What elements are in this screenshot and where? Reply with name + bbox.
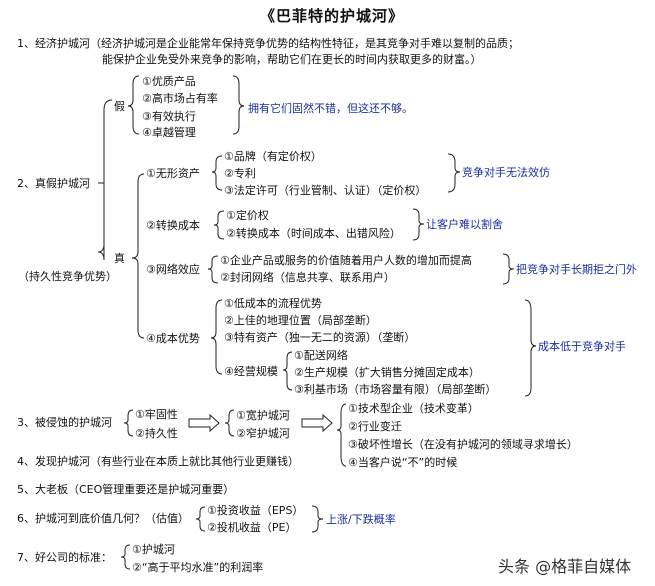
real-group-item: ①企业产品或服务的价值随着用户人数的增加而提高 — [220, 254, 472, 267]
brace-fake-right — [232, 75, 245, 135]
watermark-text: 头条 @格菲自媒体 — [498, 557, 632, 576]
brace-g3-right — [502, 253, 515, 285]
s3-col2-item: ①宽护城河 — [236, 409, 290, 422]
watermark: 头条 @格菲自媒体 — [498, 553, 631, 577]
real-group-label: ②转换成本 — [146, 219, 200, 232]
s3-col3-item: ④当客户说“不”的时候 — [348, 456, 458, 469]
real-group-item: ④经营规模 — [224, 365, 278, 378]
brace-s6 — [195, 506, 206, 532]
real-group-item: ①低成本的流程优势 — [224, 297, 322, 310]
s3-col1-item: ①牢固性 — [135, 408, 178, 421]
real-group-item: ②专利 — [224, 167, 256, 180]
real-group-item: ③法定许可（行业管制、认证）（定价权） — [224, 184, 427, 197]
brace-g4 — [210, 299, 223, 375]
brace-s3-b — [224, 409, 235, 437]
arrow-s3-2 — [301, 413, 333, 433]
scale-item: ③利基市场（市场容量有限）（局部垄断） — [294, 383, 497, 396]
s3-col2-item: ②窄护城河 — [236, 427, 290, 440]
s3-col3-item: ③破坏性增长（在没有护城河的领域寻求增长） — [348, 438, 578, 451]
real-group-note: 竞争对手无法效仿 — [462, 166, 550, 179]
s1-line2: 能保护企业免受外来竞争的影响，帮助它们在更长的时间内获取更多的财富。） — [102, 53, 482, 66]
brace-scale — [282, 351, 293, 391]
brace-real — [131, 173, 145, 339]
real-label: 真 — [114, 252, 125, 265]
brace-g2-right — [412, 208, 425, 241]
real-group-item: ③特有资产（独一无二的资源）（垄断） — [224, 331, 416, 344]
brace-fake — [127, 75, 140, 135]
scale-item: ①配送网络 — [294, 349, 348, 362]
s6-note: 上涨/下跌概率 — [326, 513, 396, 526]
arrow-s3-1 — [188, 413, 220, 433]
brace-g1-right — [447, 153, 461, 193]
real-group-item: ②封闭网络（信息共享、联系用户） — [220, 271, 395, 284]
brace-s2-main — [97, 99, 113, 261]
s3-col1-item: ②持久性 — [135, 427, 178, 440]
fake-item: ②高市场占有率 — [142, 92, 218, 105]
brace-g4-right — [524, 299, 537, 397]
brace-s3-a — [123, 409, 134, 437]
brace-s6-right — [311, 505, 324, 533]
s1-line1: 1、经济护城河（经济护城河是企业能常年保持竞争优势的结构性特征，是其竞争对手难以… — [17, 37, 519, 50]
real-group-label: ④成本优势 — [146, 332, 200, 345]
s6-label: 6、护城河到底价值几何？（估值） — [17, 512, 189, 525]
real-group-item: ②上佳的地理位置（局部垄断） — [224, 314, 377, 327]
s2-label: 2、真假护城河 — [17, 177, 90, 190]
page-title: 《巴菲特的护城河》 — [260, 7, 405, 25]
s7-item: ①护城河 — [132, 543, 175, 556]
s6-item: ①投资收益（EPS） — [207, 504, 304, 517]
fake-item: ④卓越管理 — [142, 126, 196, 139]
s3-col3-item: ①技术型企业（技术变革） — [348, 402, 479, 415]
s6-item: ②投机收益（PE） — [207, 521, 297, 534]
real-group-item: ②转换成本（时间成本、出错风险） — [226, 227, 401, 240]
fake-label: 假 — [114, 100, 125, 113]
fake-item: ①优质产品 — [142, 75, 196, 88]
s7-label: 7、好公司的标准： — [17, 551, 112, 564]
brace-s3-c — [336, 403, 347, 467]
fake-note: 拥有它们固然不错，但这还不够。 — [248, 102, 413, 115]
brace-g3 — [207, 255, 219, 284]
real-group-item: ①品牌（有定价权） — [224, 150, 322, 163]
brace-g1 — [211, 155, 223, 191]
real-group-label: ①无形资产 — [146, 167, 200, 180]
fake-item: ③有效执行 — [142, 110, 196, 123]
brace-g2 — [213, 210, 225, 240]
s7-item: ②“高于平均水准”的利润率 — [132, 561, 264, 574]
real-group-note: 把竞争对手长期拒之门外 — [516, 263, 637, 276]
scale-item: ②生产规模（扩大销售分摊固定成本） — [294, 366, 480, 379]
s4-label: 4、发现护城河（有些行业在本质上就比其他行业更赚钱） — [17, 455, 299, 468]
real-group-item: ①定价权 — [226, 209, 269, 222]
real-group-note: 成本低于竞争对手 — [538, 340, 626, 353]
s2-sublabel: （持久性竞争优势） — [18, 270, 117, 283]
s3-col3-item: ②行业变迁 — [348, 420, 402, 433]
brace-s7 — [120, 544, 131, 570]
s3-label: 3、被侵蚀的护城河 — [17, 416, 112, 429]
real-group-note: 让客户难以割舍 — [426, 218, 503, 231]
real-group-label: ③网络效应 — [146, 263, 200, 276]
s5-label: 5、大老板（CEO管理重要还是护城河重要） — [17, 483, 235, 496]
